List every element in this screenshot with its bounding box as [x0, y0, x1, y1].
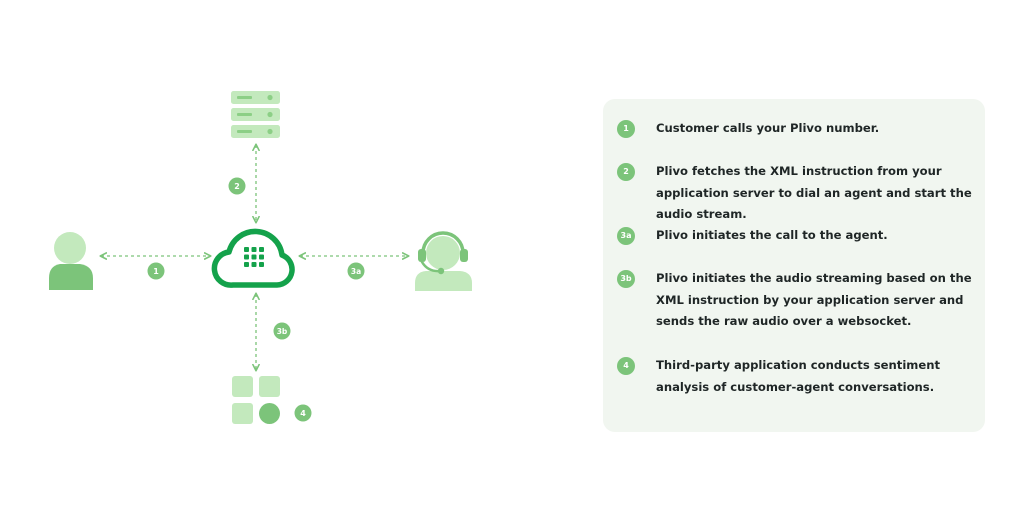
step-badge-3b: 3b: [273, 322, 291, 340]
third-party-app-icon: [232, 376, 280, 424]
svg-text:3a: 3a: [351, 267, 361, 276]
step-badge-4: 4: [294, 404, 312, 422]
svg-text:3b: 3b: [277, 327, 288, 336]
step-description: Third-party application conducts sentime…: [656, 358, 941, 394]
step-number-badge: 3b: [617, 270, 635, 288]
step-description: Plivo fetches the XML instruction from y…: [656, 164, 972, 221]
agent-headset-icon: [415, 231, 472, 291]
steps-panel: 1 Customer calls your Plivo number. 2 Pl…: [603, 99, 985, 432]
call-flow-diagram: 2 1 3a 3b 4: [49, 91, 472, 424]
step-badge-3a: 3a: [347, 262, 365, 280]
step-description: Plivo initiates the call to the agent.: [656, 228, 888, 242]
server-icon: [231, 91, 280, 138]
step-badge-2: 2: [228, 177, 246, 195]
step-number-badge: 3a: [617, 227, 635, 245]
step-number-badge: 2: [617, 163, 635, 181]
step-number-badge: 4: [617, 357, 635, 375]
step-description: Customer calls your Plivo number.: [656, 121, 880, 135]
svg-text:1: 1: [153, 267, 159, 276]
plivo-cloud-icon: [211, 228, 295, 288]
customer-icon: [49, 232, 93, 290]
step-description: Plivo initiates the audio streaming base…: [656, 271, 972, 328]
svg-text:2: 2: [234, 182, 240, 191]
step-number-badge: 1: [617, 120, 635, 138]
svg-text:4: 4: [300, 409, 306, 418]
step-badge-1: 1: [147, 262, 165, 280]
